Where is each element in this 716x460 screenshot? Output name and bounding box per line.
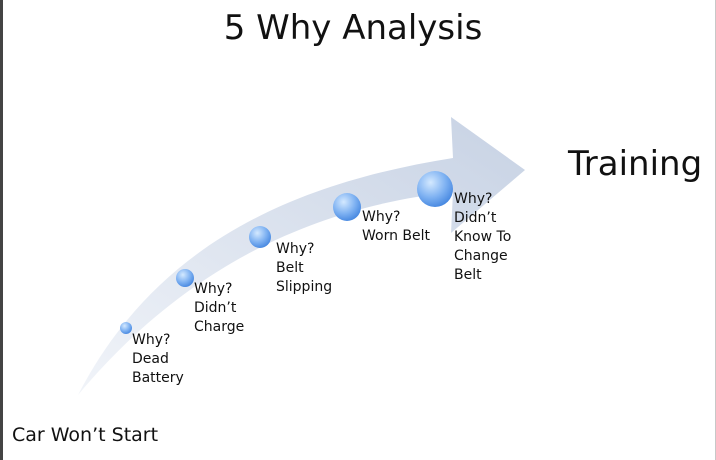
why-step-line: Know To: [454, 229, 512, 245]
why-step-line: Dead: [132, 351, 169, 367]
why-step-line: Belt: [454, 267, 482, 283]
why-step-line: Change: [454, 248, 508, 264]
why-step-bubble: [417, 171, 453, 207]
why-step-label: Why? Worn Belt: [362, 208, 430, 246]
why-step-line: Why?: [276, 241, 315, 257]
arrow-body: [78, 117, 525, 395]
why-step-line: Didn’t: [194, 300, 237, 316]
why-step-line: Worn Belt: [362, 228, 431, 244]
goal-label: Training: [568, 144, 703, 184]
why-step-line: Battery: [132, 370, 184, 386]
why-step-line: Why?: [194, 281, 233, 297]
start-label: Car Won’t Start: [12, 424, 159, 446]
why-step-bubble: [120, 322, 132, 334]
why-step-line: Belt: [276, 260, 304, 276]
diagram-title: 5 Why Analysis: [223, 8, 483, 48]
why-step-line: Slipping: [276, 279, 333, 295]
why-step-bubble: [249, 226, 271, 248]
why-step-line: Charge: [194, 319, 245, 335]
why-step-line: Why?: [132, 332, 171, 348]
why-step-line: Why?: [454, 191, 493, 207]
why-step-line: Why?: [362, 209, 401, 225]
progress-arrow: [78, 117, 525, 395]
why-step-bubble: [333, 193, 361, 221]
why-step-line: Didn’t: [454, 210, 497, 226]
why-step-bubble: [176, 269, 194, 287]
